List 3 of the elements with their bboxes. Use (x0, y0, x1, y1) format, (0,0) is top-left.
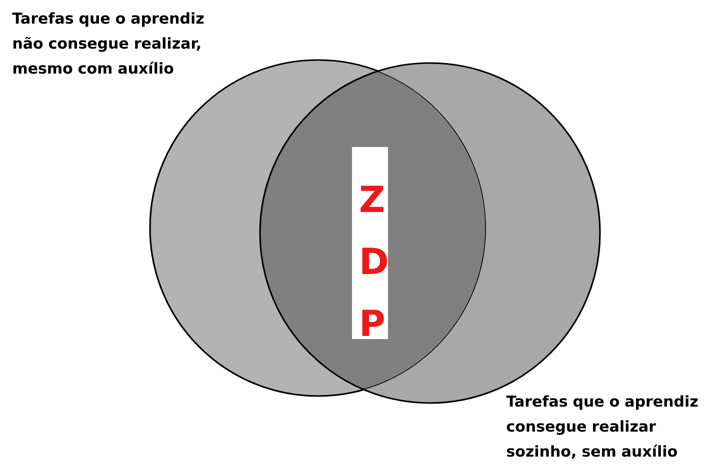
text-box: Z D P (352, 147, 388, 339)
caption-text: Tarefas que o aprendiz consegue realizar sozinho, sem auxílio (506, 395, 698, 459)
caption-text: Tarefas que o aprendiz não consegue realizar, mesmo com auxílio (12, 12, 204, 74)
